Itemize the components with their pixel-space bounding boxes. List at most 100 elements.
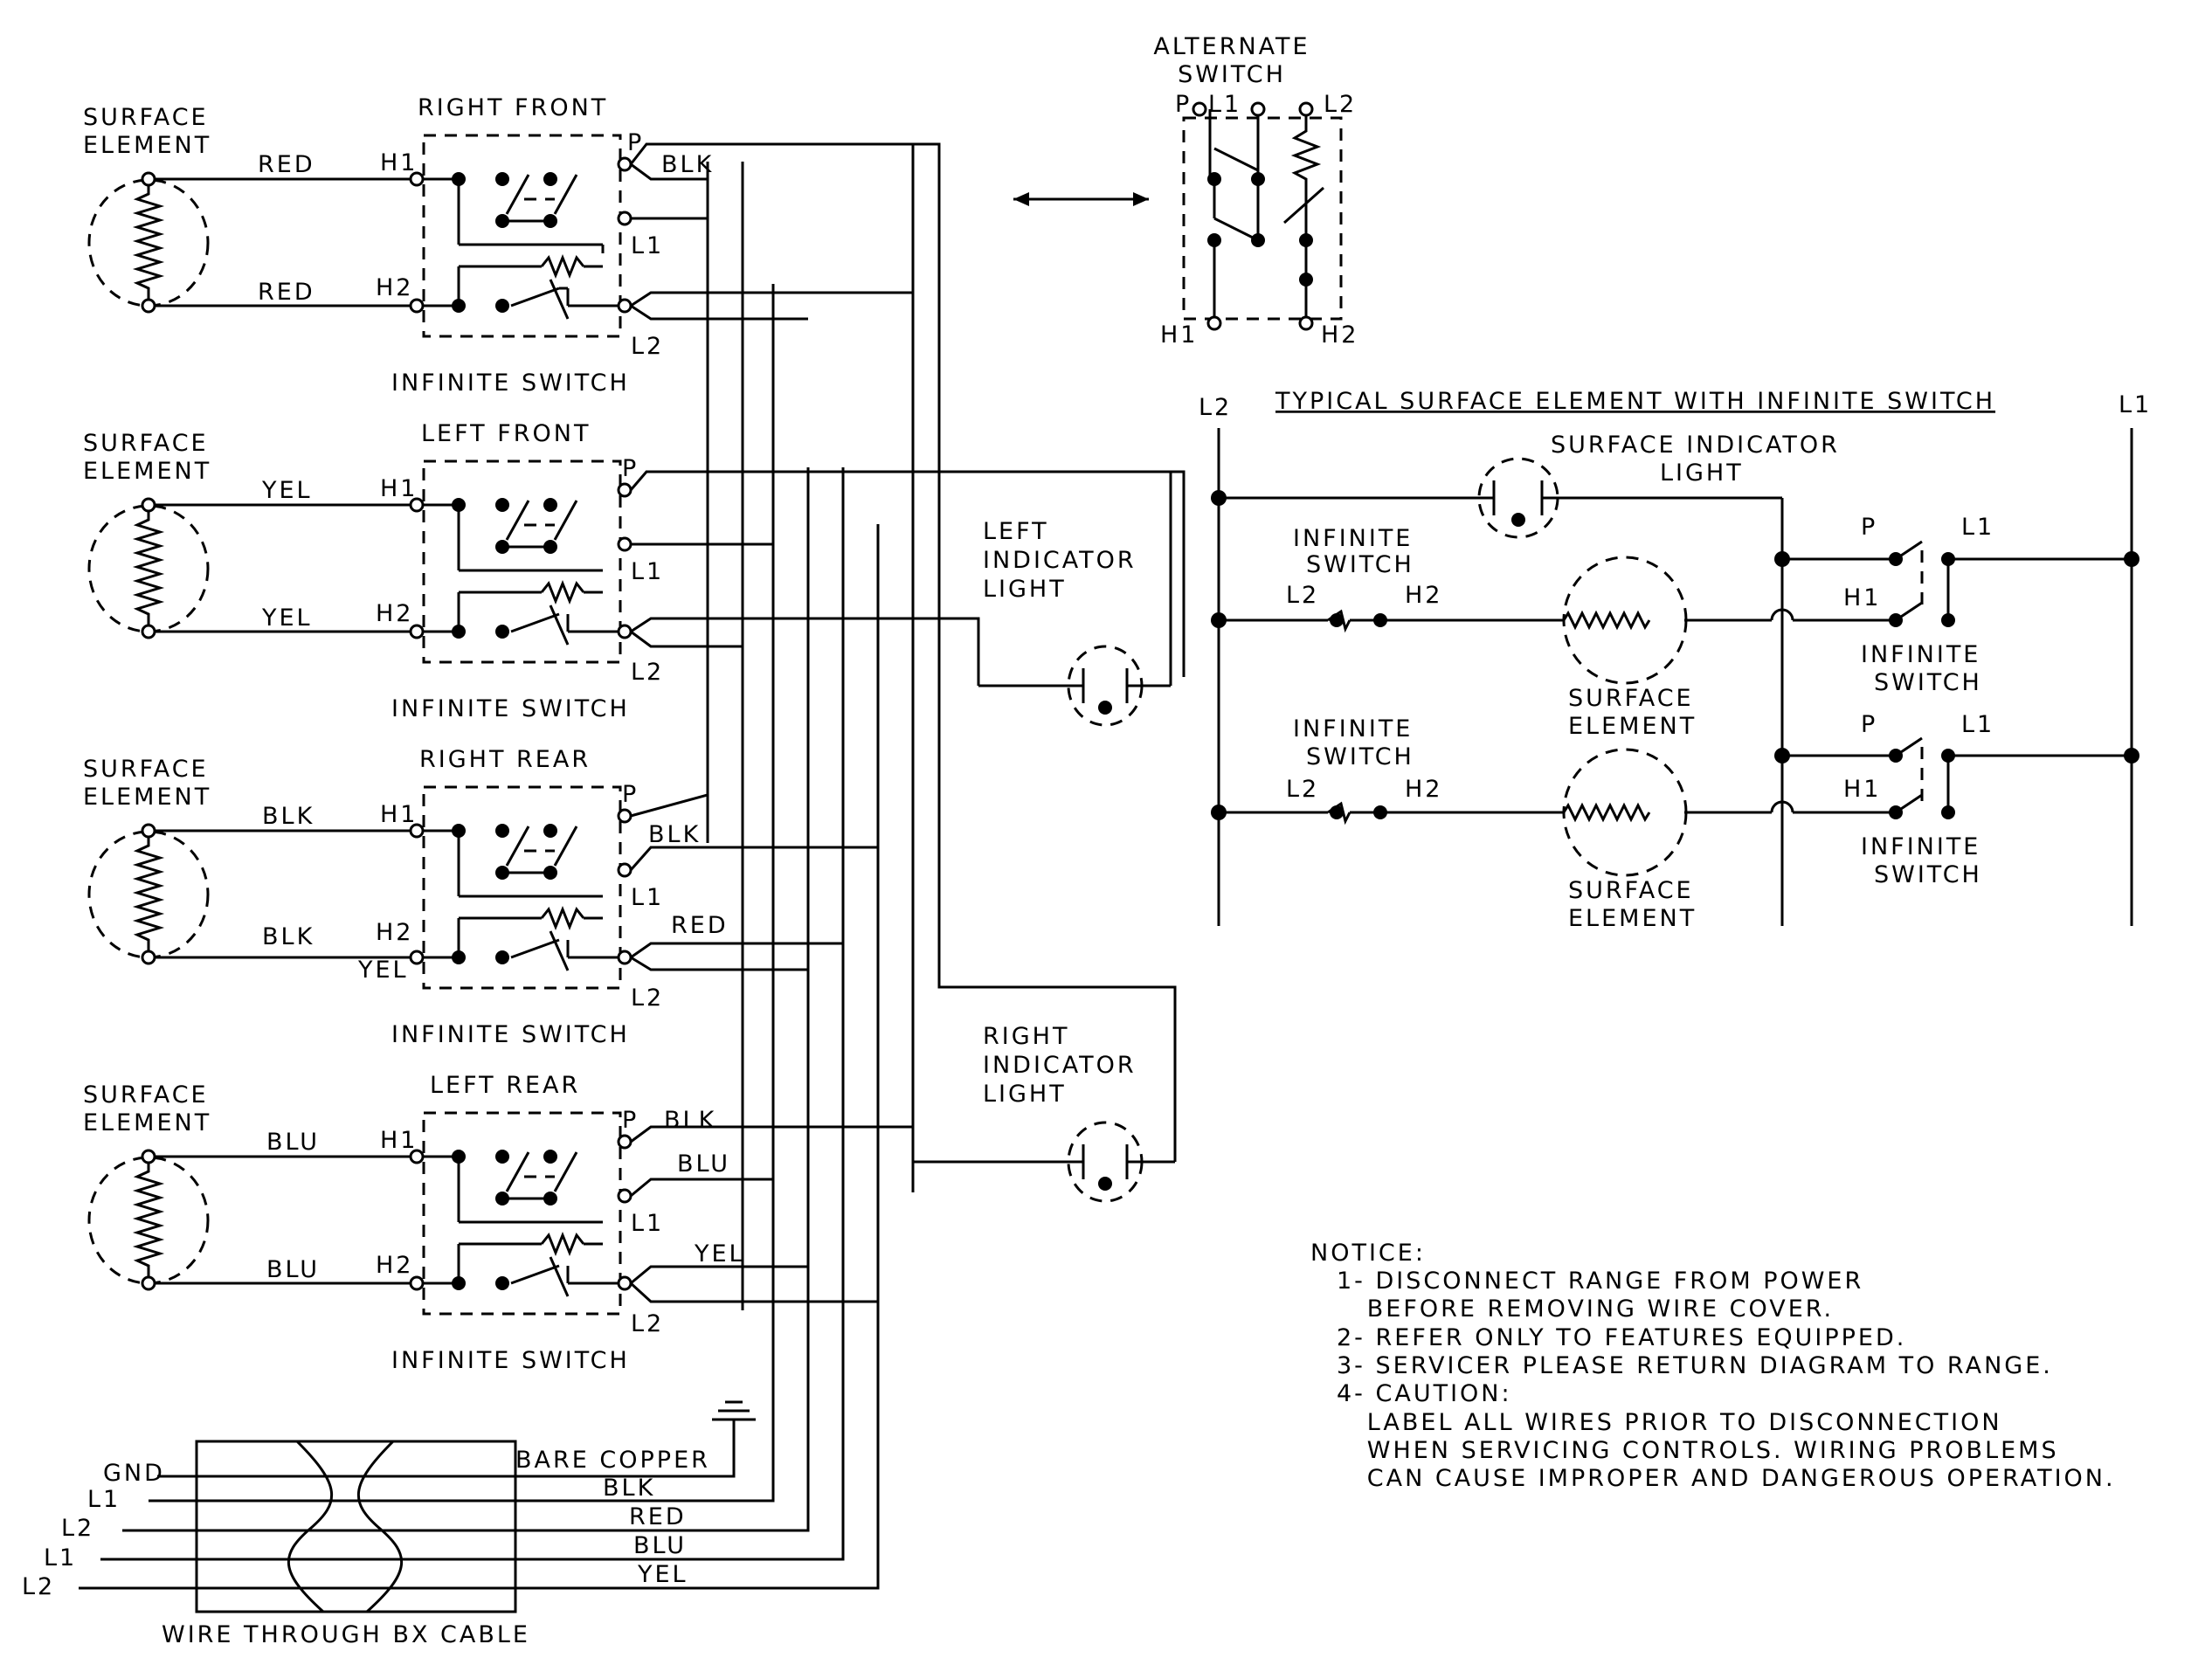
- typical-right-switch-label-1: INFINITE: [1861, 833, 1980, 860]
- terminal-l2: L2: [631, 1310, 664, 1337]
- terminal-l2: L2: [631, 333, 664, 360]
- surface-element-label-2: ELEMENT: [83, 132, 211, 159]
- typical-element-label-2: ELEMENT: [1568, 713, 1697, 740]
- typical-l1: L1: [2119, 391, 2152, 418]
- alternate-switch: ALTERNATE SWITCH P L1 L2 H1 H2: [1153, 33, 1358, 349]
- terminal-l1: L1: [631, 232, 664, 259]
- notice-line-6: LABEL ALL WIRES PRIOR TO DISCONNECTION: [1337, 1409, 2002, 1436]
- alternate-switch-label-2: SWITCH: [1178, 61, 1286, 88]
- wire-label-h1: RED: [258, 151, 315, 178]
- infinite-switch-label: INFINITE SWITCH: [391, 695, 630, 722]
- alt-terminal-h1: H1: [1160, 321, 1198, 349]
- typical-switch-label-1: INFINITE: [1293, 525, 1413, 552]
- bx-cable: GND L1 L2 L1 L2 BARE COPPER BLK RED BLU …: [22, 1400, 880, 1648]
- unit-left-front: SURFACE ELEMENT LEFT FRONT YEL YEL H1 H2…: [83, 420, 664, 722]
- unit-right-rear: SURFACE ELEMENT RIGHT REAR BLK BLK YEL H…: [83, 746, 729, 1048]
- surface-element-label-1: SURFACE: [83, 1081, 209, 1109]
- notice-line-1: 1- DISCONNECT RANGE FROM POWER: [1337, 1268, 1863, 1295]
- notice-block: NOTICE: 1- DISCONNECT RANGE FROM POWER B…: [1310, 1240, 2113, 1492]
- wire-label-blk: BLK: [648, 821, 701, 848]
- left-indicator-light: LEFT INDICATOR LIGHT: [977, 472, 1172, 727]
- typical-right-switch-label-1: INFINITE: [1861, 641, 1980, 668]
- typical-row-2: INFINITE SWITCH L2 H2: [1211, 711, 2139, 932]
- terminal-h1: H1: [380, 149, 418, 176]
- notice-line-5: 4- CAUTION:: [1337, 1380, 1512, 1407]
- wire-label-blk: BLK: [664, 1107, 716, 1134]
- terminal-l2: L2: [631, 659, 664, 686]
- bx-input-l1-a: L1: [87, 1486, 121, 1513]
- typical-element-label-1: SURFACE: [1568, 877, 1694, 904]
- surface-element-label-2: ELEMENT: [83, 458, 211, 485]
- typical-h2-term: H2: [1405, 582, 1442, 609]
- typical-right-switch-label-2: SWITCH: [1874, 669, 1982, 696]
- wire-label-h1: BLK: [262, 803, 315, 830]
- surface-element-label-2: ELEMENT: [83, 784, 211, 811]
- terminal-h1: H1: [380, 475, 418, 502]
- typical-p-term: P: [1861, 711, 1877, 738]
- bx-input-l2-b: L2: [22, 1573, 55, 1600]
- alt-terminal-l2: L2: [1324, 91, 1357, 118]
- bx-input-l1-b: L1: [44, 1544, 77, 1572]
- alternate-switch-label-1: ALTERNATE: [1153, 33, 1310, 60]
- infinite-switch-label: INFINITE SWITCH: [391, 370, 630, 397]
- surface-element-label-1: SURFACE: [83, 756, 209, 783]
- typical-p-term: P: [1861, 514, 1877, 541]
- unit-title: LEFT FRONT: [421, 420, 591, 447]
- right-indicator-label-1: RIGHT: [983, 1023, 1069, 1050]
- bus-wires: [706, 144, 941, 1542]
- typical-right-switch-label-2: SWITCH: [1874, 861, 1982, 888]
- bx-out-blk: BLK: [603, 1475, 655, 1502]
- bx-out-red: RED: [629, 1503, 687, 1530]
- typical-h1-term: H1: [1843, 776, 1881, 803]
- bx-input-l2-a: L2: [61, 1515, 94, 1542]
- wire-label-yel: YEL: [357, 957, 409, 984]
- terminal-p: P: [622, 1107, 639, 1134]
- wire-label-h2: BLK: [262, 923, 315, 950]
- typical-switch-label-1: INFINITE: [1293, 715, 1413, 743]
- alternate-switch-arrow: [1013, 192, 1149, 206]
- notice-line-7: WHEN SERVICING CONTROLS. WIRING PROBLEMS: [1337, 1437, 2059, 1464]
- infinite-switch-label: INFINITE SWITCH: [391, 1021, 630, 1048]
- wire-label-red: RED: [671, 912, 729, 939]
- left-indicator-label-1: LEFT: [983, 518, 1049, 545]
- surface-element-label-1: SURFACE: [83, 104, 209, 131]
- typical-title: TYPICAL SURFACE ELEMENT WITH INFINITE SW…: [1275, 388, 1995, 415]
- typical-l2-term: L2: [1286, 776, 1319, 803]
- alt-terminal-h2: H2: [1321, 321, 1358, 349]
- wire-label-h1: BLU: [266, 1129, 320, 1156]
- notice-heading: NOTICE:: [1310, 1240, 1426, 1267]
- unit-title: RIGHT FRONT: [418, 94, 608, 121]
- surface-element-label-2: ELEMENT: [83, 1109, 211, 1136]
- terminal-l1: L1: [631, 558, 664, 585]
- alt-terminal-l1: L1: [1208, 91, 1241, 118]
- unit-title: RIGHT REAR: [419, 746, 591, 773]
- wire-label-h2: RED: [258, 279, 315, 306]
- terminal-l2: L2: [631, 984, 664, 1012]
- typical-row-1: INFINITE SWITCH L2 H2: [1211, 514, 2139, 740]
- typical-h1-term: H1: [1843, 584, 1881, 611]
- terminal-h1: H1: [380, 801, 418, 828]
- terminal-h2: H2: [376, 1252, 413, 1279]
- typical-switch-label-2: SWITCH: [1306, 743, 1414, 770]
- typical-l1-term: L1: [1961, 711, 1994, 738]
- typical-indicator-label-2: LIGHT: [1660, 459, 1744, 487]
- alt-terminal-p: P: [1175, 91, 1192, 118]
- terminal-h2: H2: [376, 919, 413, 946]
- typical-switch-label-2: SWITCH: [1306, 551, 1414, 578]
- unit-right-front: SURFACE ELEMENT RIGHT FRONT RED RED H1 H…: [83, 94, 714, 397]
- bx-out-blu: BLU: [633, 1532, 687, 1559]
- right-indicator-light: RIGHT INDICATOR LIGHT: [913, 467, 1177, 1203]
- bx-cable-caption: WIRE THROUGH BX CABLE: [162, 1621, 530, 1648]
- notice-line-3: 2- REFER ONLY TO FEATURES EQUIPPED.: [1337, 1324, 1906, 1351]
- typical-l1-term: L1: [1961, 514, 1994, 541]
- wire-label-yel: YEL: [694, 1240, 745, 1268]
- terminal-p: P: [627, 129, 644, 156]
- bx-out-bare-copper: BARE COPPER: [515, 1447, 710, 1474]
- wire-label-h2: YEL: [261, 604, 313, 632]
- typical-l2-term: L2: [1286, 582, 1319, 609]
- unit-title: LEFT REAR: [430, 1072, 580, 1099]
- notice-line-4: 3- SERVICER PLEASE RETURN DIAGRAM TO RAN…: [1337, 1352, 2053, 1379]
- bx-input-gnd: GND: [103, 1460, 165, 1487]
- wire-label-blk: BLK: [661, 151, 714, 178]
